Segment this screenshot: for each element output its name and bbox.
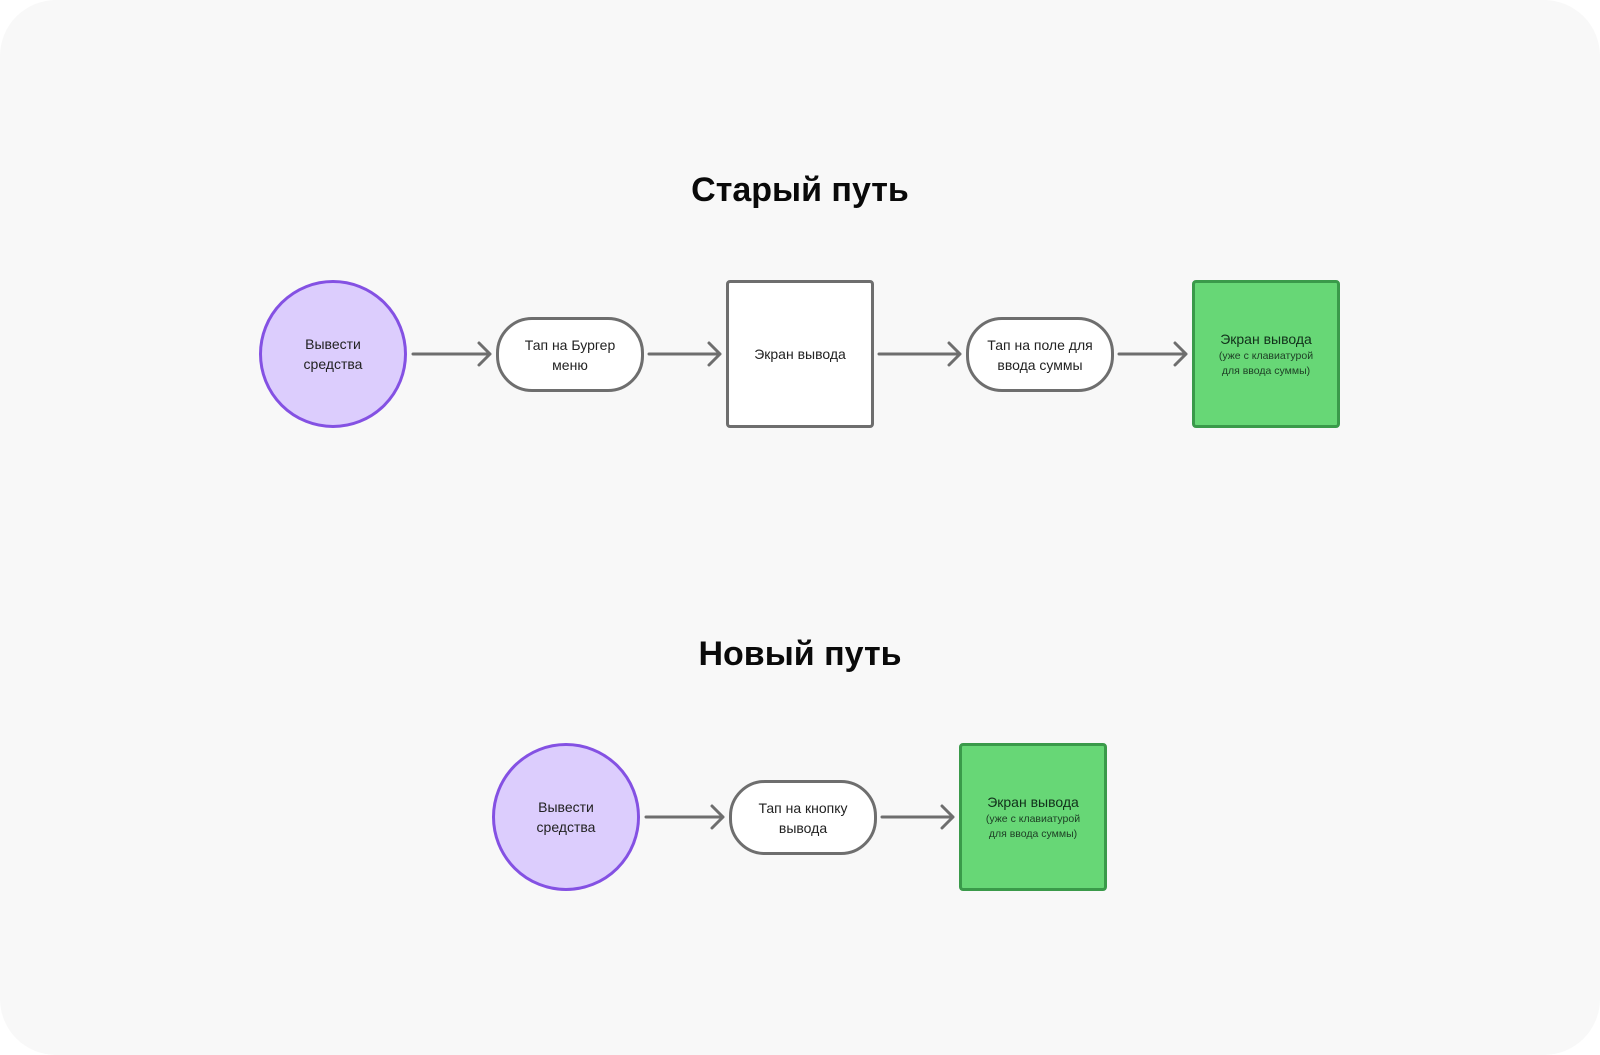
old-path-title: Старый путь (691, 171, 909, 209)
old-screen-node: Экран вывода (726, 280, 874, 428)
arrow-old-2 (647, 341, 722, 367)
arrow-old-3 (877, 341, 962, 367)
arrow-old-4 (1117, 341, 1188, 367)
arrow-old-1 (411, 341, 492, 367)
new-result-label: Экран вывода (987, 794, 1079, 810)
new-path-title: Новый путь (698, 635, 902, 673)
old-screen-label: Экран вывода (754, 346, 846, 362)
arrow-new-1 (644, 804, 725, 830)
arrow-new-2 (880, 804, 955, 830)
old-result-label: Экран вывода (1220, 331, 1312, 347)
